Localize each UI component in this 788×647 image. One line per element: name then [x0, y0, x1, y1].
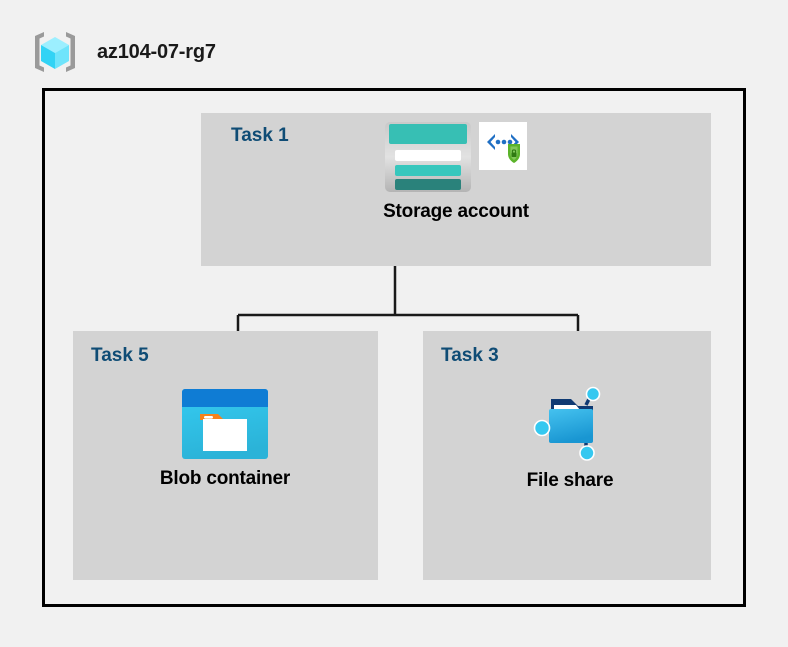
node-caption-storage-account: Storage account	[383, 201, 529, 222]
file-share-icon	[529, 383, 611, 461]
resource-group-title: az104-07-rg7	[97, 40, 216, 63]
task-label-task5: Task 5	[91, 345, 149, 366]
node-file-share[interactable]: File share	[485, 383, 655, 492]
storage-icon-group	[385, 122, 527, 192]
task-label-task3: Task 3	[441, 345, 499, 366]
task-panel-task1: Task 1	[201, 113, 711, 266]
node-caption-file-share: File share	[526, 470, 614, 491]
node-caption-blob-container: Blob container	[159, 468, 291, 489]
encryption-shield-icon	[479, 122, 527, 170]
node-blob-container[interactable]: Blob container	[130, 389, 320, 490]
resource-group-icon	[30, 27, 80, 77]
task-panel-task5: Task 5	[73, 331, 378, 580]
node-storage-account[interactable]: Storage account	[321, 122, 591, 223]
storage-account-icon	[385, 122, 471, 192]
resource-group-header: az104-07-rg7	[30, 26, 330, 78]
blob-container-icon	[182, 389, 268, 459]
task-panel-task3: Task 3	[423, 331, 711, 580]
resource-group-frame: Task 1	[42, 88, 746, 607]
task-label-task1: Task 1	[231, 125, 289, 146]
